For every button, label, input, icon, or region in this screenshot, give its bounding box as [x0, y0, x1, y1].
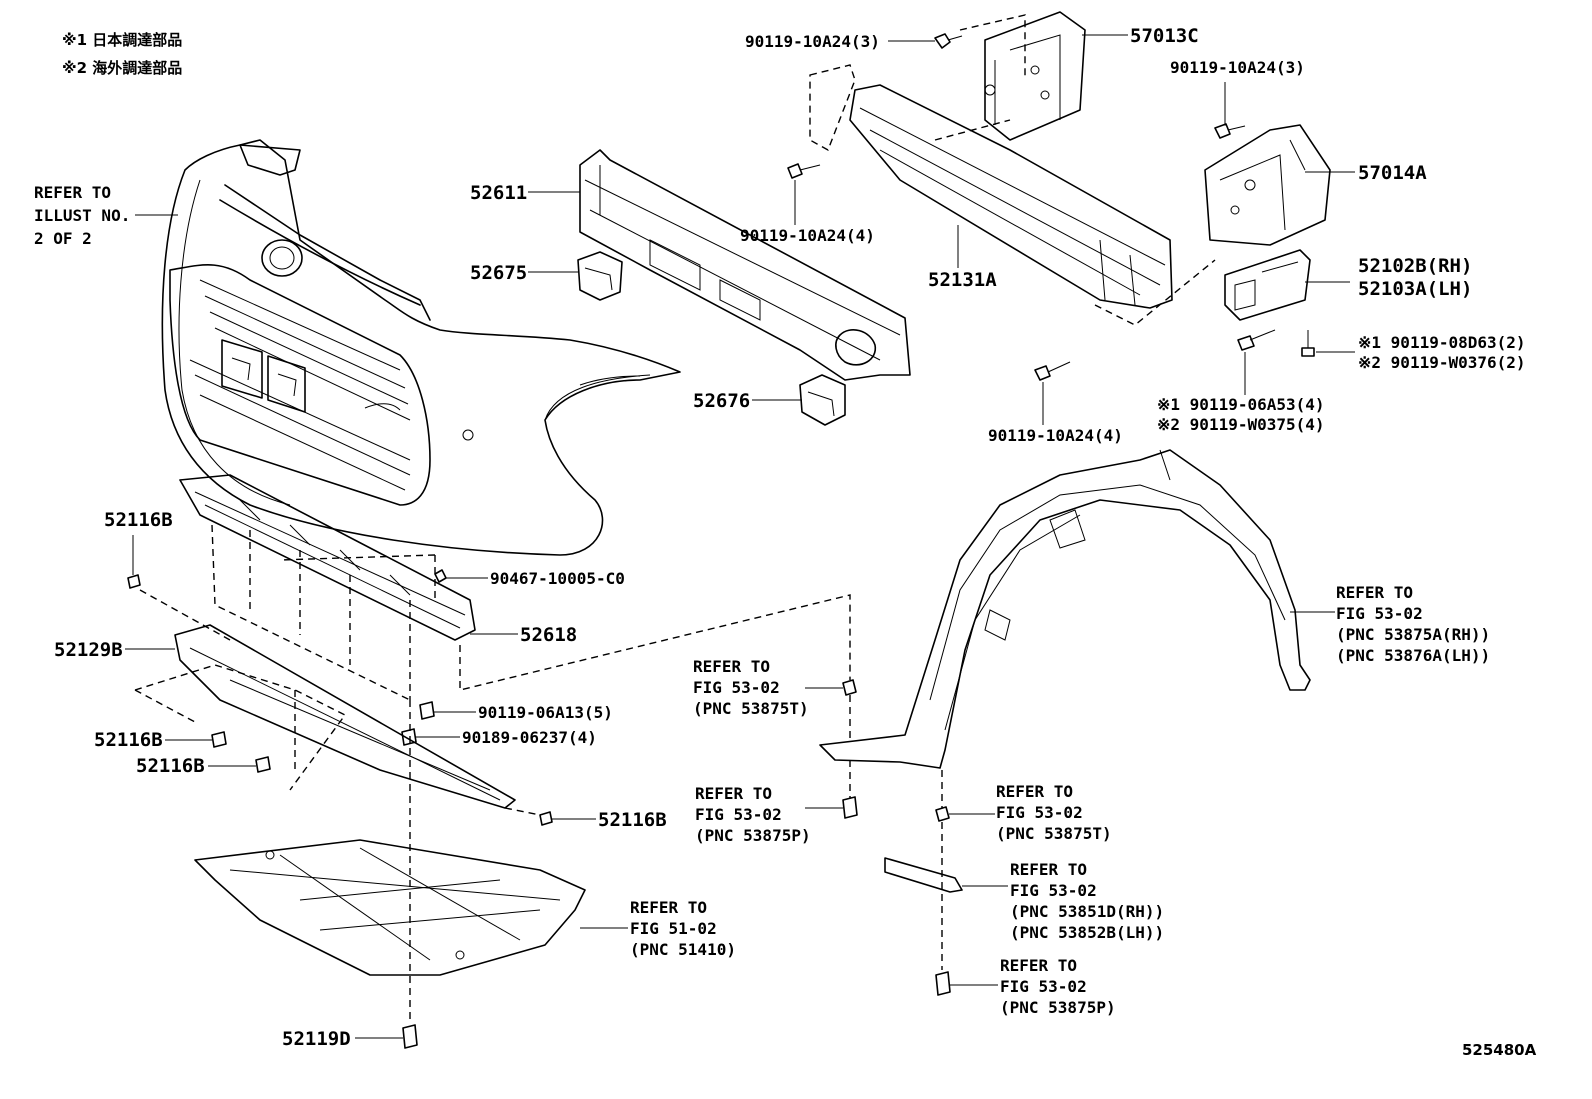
clip-52116B-2-drawing: [211, 731, 227, 748]
bolt-top-left-drawing: [934, 33, 963, 49]
label-57014A: 57014A: [1358, 162, 1427, 184]
dash-52618-f: [279, 554, 436, 561]
bolt-53875P-left-drawing: [842, 796, 858, 819]
seal-53851D-drawing: [884, 857, 963, 893]
absorber-52611-drawing: [579, 149, 911, 381]
label-bolt-top-right: 90119-10A24(3): [1170, 58, 1305, 77]
ref-p1-line2: FIG 53-02: [695, 805, 782, 824]
refer-illust-line1: REFER TO: [34, 183, 111, 202]
label-52116B-2: 52116B: [94, 729, 163, 751]
bolt-06A53-drawing: [1237, 329, 1276, 351]
ref-d-line3: (PNC 53851D(RH)): [1010, 902, 1164, 921]
dash-52116B-4: [504, 807, 541, 816]
dash-52618-left: [211, 524, 411, 701]
label-bolt-W0376: ※2 90119-W0376(2): [1358, 353, 1526, 372]
label-06A13: 90119-06A13(5): [478, 703, 613, 722]
dash-molding-a: [134, 664, 347, 791]
molding-52129B-drawing: [174, 624, 516, 809]
label-57013C: 57013C: [1130, 25, 1199, 47]
note-japan-sourced: ※1 日本調達部品: [62, 31, 182, 49]
label-52119D: 52119D: [282, 1028, 351, 1050]
bumper-cover-drawing: [161, 139, 681, 556]
bolt-53875P-right-drawing: [935, 971, 951, 996]
label-bolt-top-left: 90119-10A24(3): [745, 32, 880, 51]
bracket-52676-drawing: [799, 374, 846, 426]
note-overseas-sourced: ※2 海外調達部品: [62, 59, 182, 77]
bolt-52119D-drawing: [402, 1024, 418, 1049]
ref-t1-line2: FIG 53-02: [693, 678, 780, 697]
label-bolt-08D63: ※1 90119-08D63(2): [1358, 333, 1526, 352]
ref-liner-line1: REFER TO: [1336, 583, 1413, 602]
refer-illust-line2: ILLUST NO.: [34, 206, 130, 225]
clip-52116B-1-drawing: [127, 574, 141, 589]
fender-liner-drawing: [819, 449, 1311, 769]
label-52129B: 52129B: [54, 639, 123, 661]
bolt-low-drawing: [1034, 361, 1071, 381]
label-90467: 90467-10005-C0: [490, 569, 625, 588]
bolt-mid-drawing: [787, 163, 821, 179]
ref-d-line1: REFER TO: [1010, 860, 1087, 879]
label-52676: 52676: [693, 390, 750, 412]
ref-p2-line3: (PNC 53875P): [1000, 998, 1116, 1017]
label-52103A: 52103A(LH): [1358, 278, 1472, 300]
bolt-top-right-drawing: [1214, 123, 1246, 139]
bracket-52675-drawing: [577, 251, 623, 301]
clip-53875T-right-drawing: [935, 806, 950, 822]
label-bolt-06A53: ※1 90119-06A53(4): [1157, 395, 1325, 414]
extension-52102B-drawing: [1224, 249, 1311, 321]
bracket-57013C-drawing: [984, 11, 1086, 141]
ref-p1-line3: (PNC 53875P): [695, 826, 811, 845]
dash-link-right: [1094, 259, 1216, 326]
refer-illust-line3: 2 OF 2: [34, 229, 92, 248]
label-52116B-1: 52116B: [104, 509, 173, 531]
clip-90467-drawing: [434, 569, 447, 583]
reinforcement-52131A-drawing: [849, 84, 1173, 309]
label-52102B: 52102B(RH): [1358, 255, 1472, 277]
ref-liner-line3: (PNC 53875A(RH)): [1336, 625, 1490, 644]
dash-molding-b: [134, 689, 196, 723]
ref-p2-line1: REFER TO: [1000, 956, 1077, 975]
illustration-id: 525480A: [1462, 1041, 1537, 1059]
ref-d-line4: (PNC 53852B(LH)): [1010, 923, 1164, 942]
label-52618: 52618: [520, 624, 577, 646]
ref-liner-line2: FIG 53-02: [1336, 604, 1423, 623]
label-52611: 52611: [470, 182, 527, 204]
dash-52618-liner-link: [459, 594, 851, 691]
dash-link-mid: [934, 119, 1011, 141]
ref-5102-line2: FIG 51-02: [630, 919, 717, 938]
nut-90189-drawing: [401, 728, 417, 746]
ref-t1-line3: (PNC 53875T): [693, 699, 809, 718]
label-52116B-3: 52116B: [136, 755, 205, 777]
ref-p2-line2: FIG 53-02: [1000, 977, 1087, 996]
ref-p1-line1: REFER TO: [695, 784, 772, 803]
label-bolt-low: 90119-10A24(4): [988, 426, 1123, 445]
label-90189: 90189-06237(4): [462, 728, 597, 747]
ref-t1-line1: REFER TO: [693, 657, 770, 676]
clip-53875T-left-drawing: [842, 679, 857, 696]
label-bolt-mid: 90119-10A24(4): [740, 226, 875, 245]
dash-link-top: [959, 14, 1026, 80]
label-52116B-4: 52116B: [598, 809, 667, 831]
ref-5102-line1: REFER TO: [630, 898, 707, 917]
clip-52116B-4-drawing: [539, 811, 553, 826]
ref-liner-line4: (PNC 53876A(LH)): [1336, 646, 1490, 665]
ref-t2-line1: REFER TO: [996, 782, 1073, 801]
bracket-57014A-drawing: [1204, 124, 1331, 246]
clip-52116B-3-drawing: [255, 756, 271, 773]
label-bolt-W0375: ※2 90119-W0375(4): [1157, 415, 1325, 434]
dash-52116B-1: [139, 589, 231, 641]
bolt-08D63-drawing: [1301, 330, 1315, 357]
under-cover-drawing: [194, 839, 586, 976]
seal-52618-drawing: [179, 474, 476, 641]
label-52131A: 52131A: [928, 269, 997, 291]
bolt-06A13-drawing: [419, 701, 435, 720]
ref-5102-line3: (PNC 51410): [630, 940, 736, 959]
label-52675: 52675: [470, 262, 527, 284]
ref-d-line2: FIG 53-02: [1010, 881, 1097, 900]
ref-t2-line2: FIG 53-02: [996, 803, 1083, 822]
dash-link-left: [809, 64, 856, 152]
ref-t2-line3: (PNC 53875T): [996, 824, 1112, 843]
